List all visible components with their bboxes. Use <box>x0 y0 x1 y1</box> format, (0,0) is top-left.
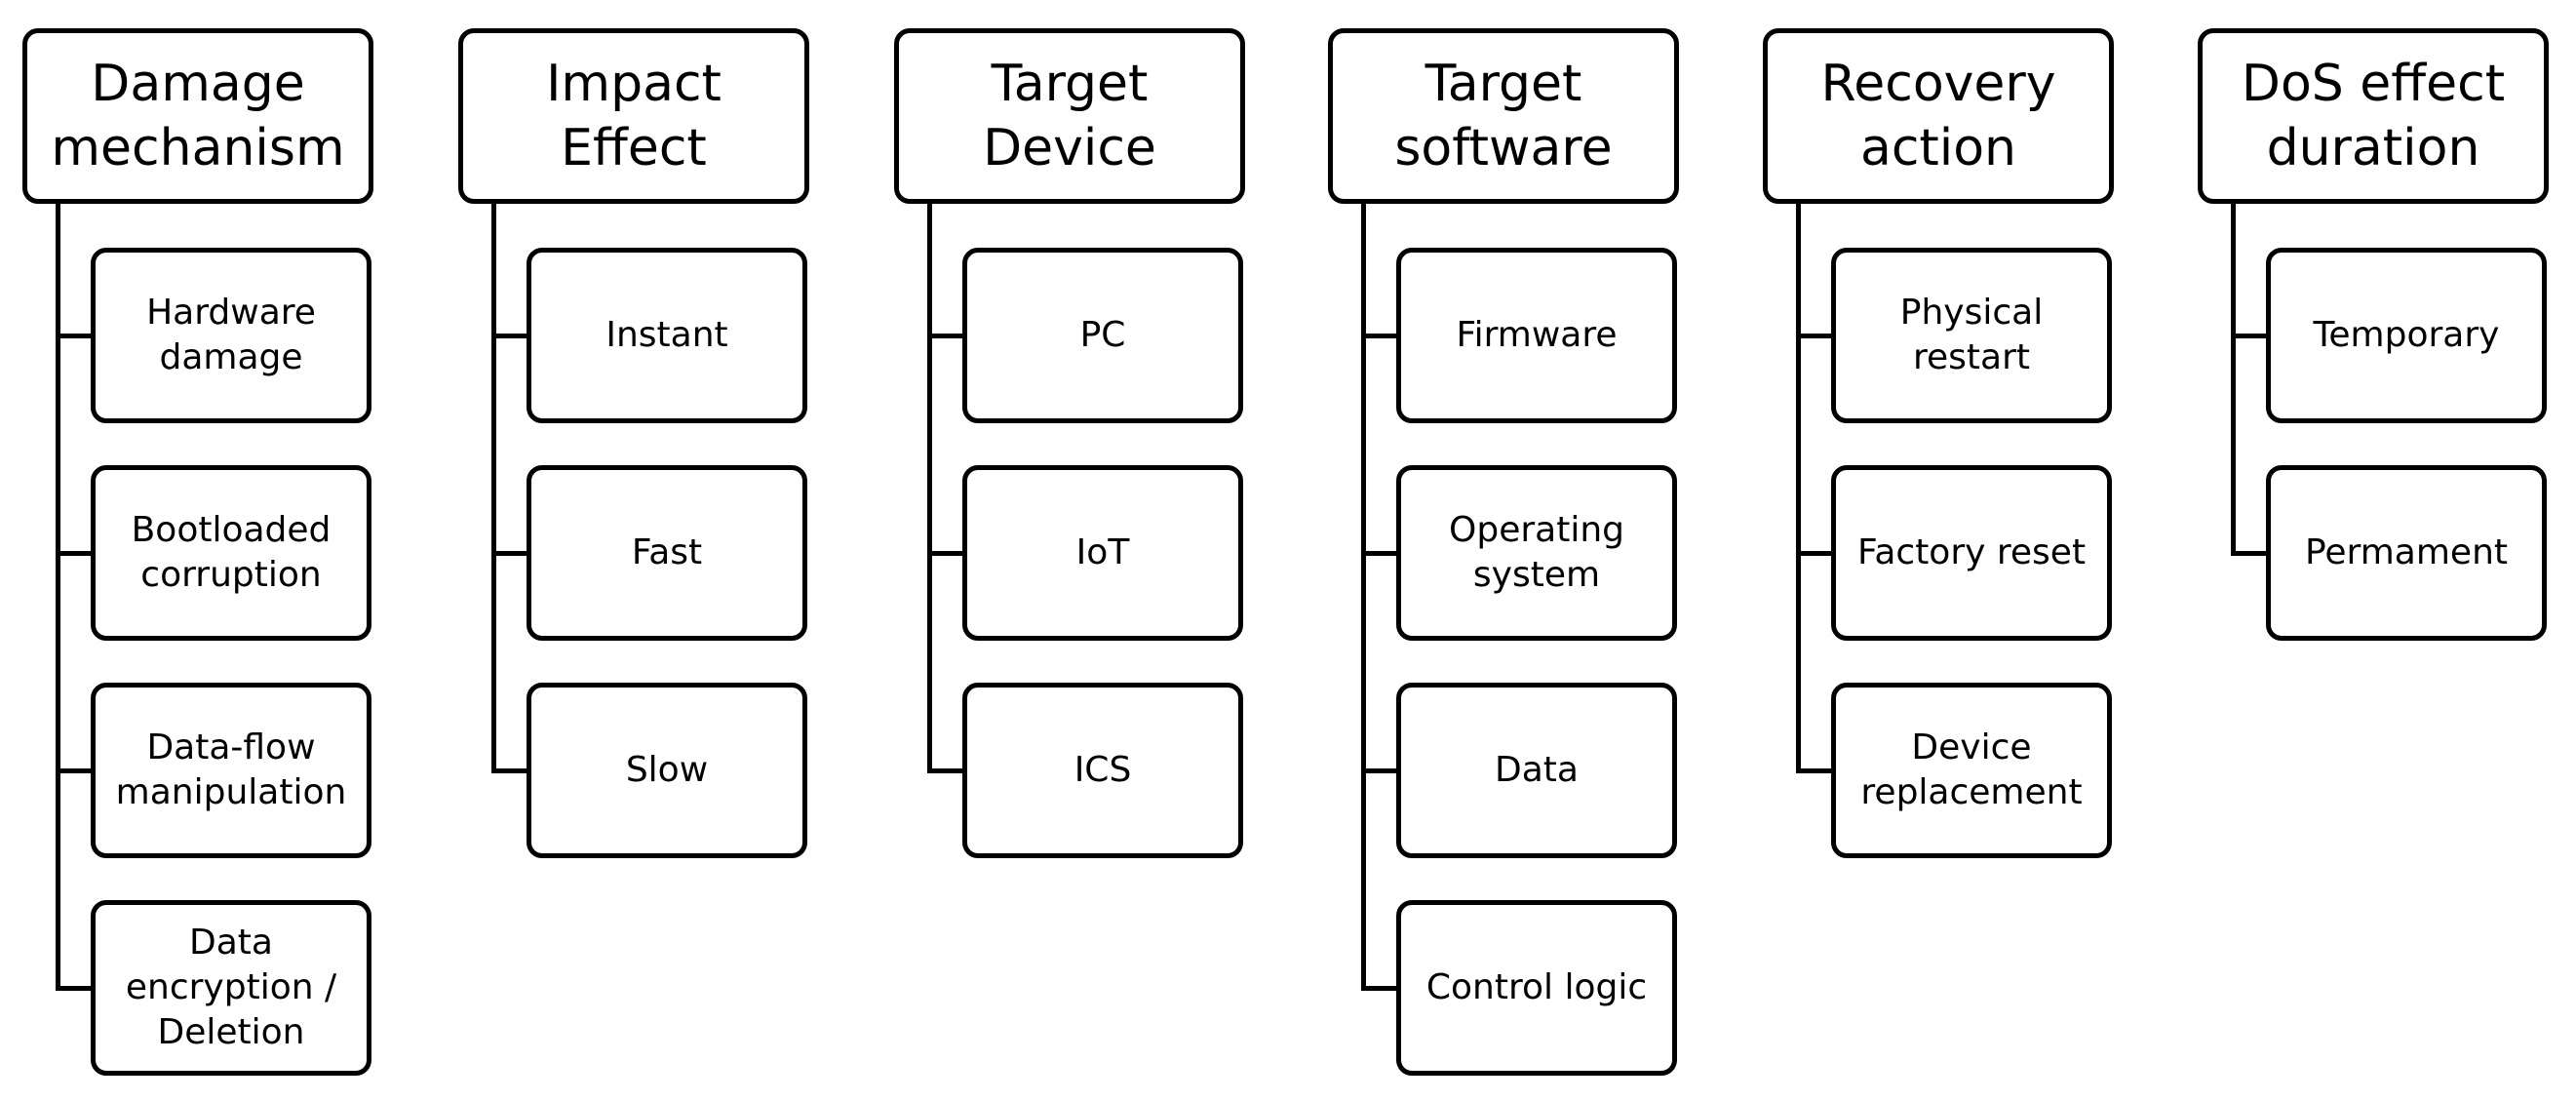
category-item: Firmware <box>1396 248 1677 423</box>
tree-branch-line <box>927 551 964 556</box>
category-item: Instant <box>527 248 807 423</box>
tree-branch-line <box>927 768 964 773</box>
category-header: DoS effect duration <box>2198 28 2549 204</box>
category-item: Fast <box>527 465 807 641</box>
category-item: Physical restart <box>1831 248 2112 423</box>
tree-branch-line <box>491 551 528 556</box>
category-header: Target software <box>1328 28 1679 204</box>
category-header: Target Device <box>894 28 1245 204</box>
tree-trunk-line <box>56 201 60 991</box>
category-item: Factory reset <box>1831 465 2112 641</box>
tree-branch-line <box>1796 768 1833 773</box>
tree-trunk-line <box>1361 201 1366 991</box>
tree-branch-line <box>56 986 93 991</box>
tree-branch-line <box>1361 551 1398 556</box>
category-item: Permament <box>2266 465 2547 641</box>
category-item: Control logic <box>1396 900 1677 1076</box>
tree-trunk-line <box>927 201 932 773</box>
category-header: Damage mechanism <box>22 28 373 204</box>
category-item: Bootloaded corruption <box>91 465 371 641</box>
category-item: IoT <box>962 465 1243 641</box>
tree-branch-line <box>1361 334 1398 338</box>
tree-branch-line <box>56 768 93 773</box>
tree-branch-line <box>927 334 964 338</box>
category-item: Slow <box>527 683 807 858</box>
category-item: PC <box>962 248 1243 423</box>
tree-trunk-line <box>2231 201 2236 556</box>
tree-branch-line <box>1361 768 1398 773</box>
tree-branch-line <box>1796 551 1833 556</box>
category-item: Data <box>1396 683 1677 858</box>
tree-trunk-line <box>491 201 496 773</box>
tree-branch-line <box>1361 986 1398 991</box>
tree-branch-line <box>2231 334 2268 338</box>
category-item: Hardware damage <box>91 248 371 423</box>
tree-branch-line <box>56 334 93 338</box>
category-item: Temporary <box>2266 248 2547 423</box>
tree-branch-line <box>2231 551 2268 556</box>
tree-branch-line <box>491 334 528 338</box>
tree-branch-line <box>491 768 528 773</box>
category-item: ICS <box>962 683 1243 858</box>
category-header: Impact Effect <box>458 28 809 204</box>
category-item: Data-flow manipulation <box>91 683 371 858</box>
category-header: Recovery action <box>1763 28 2114 204</box>
tree-branch-line <box>1796 334 1833 338</box>
category-item: Operating system <box>1396 465 1677 641</box>
tree-branch-line <box>56 551 93 556</box>
tree-trunk-line <box>1796 201 1801 773</box>
category-item: Device replacement <box>1831 683 2112 858</box>
category-item: Data encryption / Deletion <box>91 900 371 1076</box>
